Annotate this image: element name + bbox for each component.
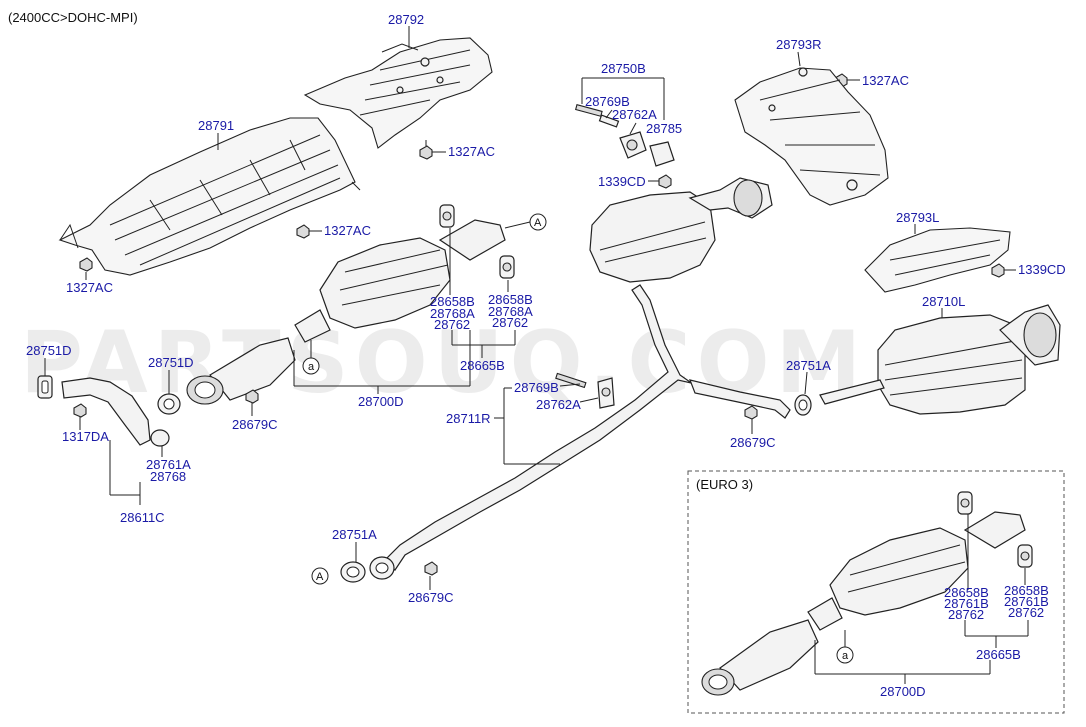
bolt-1327AC-b[interactable]: [296, 224, 310, 239]
label-1339CD-b[interactable]: 1339CD: [1018, 262, 1066, 277]
label-28791[interactable]: 28791: [198, 118, 234, 133]
label-28658B-c[interactable]: 28658B: [944, 585, 989, 600]
center-muffler[interactable]: [589, 177, 773, 283]
label-28768[interactable]: 28768: [150, 469, 186, 484]
leader-lines: [44, 26, 1016, 590]
label-28761B-a[interactable]: 28761B: [944, 596, 989, 611]
euro3-inset: a: [687, 470, 1065, 714]
label-28762-d[interactable]: 28762: [1008, 605, 1044, 620]
label-1327AC-a[interactable]: 1327AC: [448, 144, 495, 159]
label-28792[interactable]: 28792: [388, 12, 424, 27]
bolt-28679C-right[interactable]: [744, 405, 758, 420]
flange-front-pipe[interactable]: [369, 556, 395, 580]
rubber-hanger-28658B-b[interactable]: [499, 255, 515, 279]
label-28793L[interactable]: 28793L: [896, 210, 939, 225]
label-28768A-b[interactable]: 28768A: [488, 304, 533, 319]
hanger-bolt-28769B-top[interactable]: [574, 104, 603, 117]
bolt-1339CD-a[interactable]: [658, 174, 672, 189]
bolt-1327AC-a[interactable]: [419, 140, 433, 160]
label-28769B-mid[interactable]: 28769B: [514, 380, 559, 395]
label-28768A-a[interactable]: 28768A: [430, 306, 475, 321]
label-1327AC-d[interactable]: 1327AC: [862, 73, 909, 88]
gasket-28751A-right[interactable]: [794, 394, 812, 416]
ref-marker-A-front-text: A: [316, 571, 324, 583]
hanger-28762A-top[interactable]: [598, 114, 620, 128]
rubber-hanger-28785[interactable]: [619, 131, 675, 167]
label-28751D-a[interactable]: 28751D: [26, 343, 72, 358]
label-28665B-main[interactable]: 28665B: [460, 358, 505, 373]
label-28762-a[interactable]: 28762: [434, 317, 470, 332]
gasket-28751D-right[interactable]: [157, 393, 181, 415]
gasket-28751A-front[interactable]: [340, 561, 366, 583]
label-28611C[interactable]: 28611C: [120, 510, 165, 525]
label-28762A-top[interactable]: 28762A: [612, 107, 657, 122]
front-pipe-28711R[interactable]: [384, 284, 791, 571]
rubber-hanger-28658B-d[interactable]: [1017, 544, 1033, 568]
ref-marker-a-main-text: a: [308, 361, 315, 373]
heat-shield-28793L[interactable]: [864, 227, 1011, 293]
label-28679C-a[interactable]: 28679C: [232, 417, 278, 432]
ref-marker-a-euro-text: a: [842, 650, 849, 662]
label-28762-c[interactable]: 28762: [948, 607, 984, 622]
label-28762A-mid[interactable]: 28762A: [536, 397, 581, 412]
label-28679C-b[interactable]: 28679C: [730, 435, 776, 450]
label-1327AC-c[interactable]: 1327AC: [66, 280, 113, 295]
rubber-hanger-28658B-a[interactable]: [439, 204, 455, 228]
rear-muffler-28710L[interactable]: [819, 304, 1061, 415]
bolt-1339CD-b[interactable]: [991, 263, 1005, 278]
label-28700D-main[interactable]: 28700D: [358, 394, 404, 409]
catalytic-converter-28700D[interactable]: [186, 219, 506, 405]
label-28769B-top[interactable]: 28769B: [585, 94, 630, 109]
ref-marker-A-front: [311, 567, 329, 585]
heat-shield-28792[interactable]: [303, 37, 493, 149]
ref-marker-A-top-text: A: [534, 217, 542, 229]
bolt-1327AC-c[interactable]: [79, 257, 93, 272]
gasket-28751D-left[interactable]: [37, 375, 53, 399]
label-28761A[interactable]: 28761A: [146, 457, 191, 472]
heat-shield-28793R[interactable]: [734, 67, 889, 206]
label-28679C-c[interactable]: 28679C: [408, 590, 454, 605]
bolt-28679C-cat[interactable]: [245, 389, 259, 404]
rubber-hanger-28658B-c[interactable]: [957, 491, 973, 515]
nut-1317DA[interactable]: [73, 403, 87, 418]
label-28700D-euro[interactable]: 28700D: [880, 684, 926, 699]
front-pipe-28611C[interactable]: [61, 377, 170, 447]
label-28751D-b[interactable]: 28751D: [148, 355, 194, 370]
hanger-28762A-mid[interactable]: [597, 377, 615, 409]
label-28751A-b[interactable]: 28751A: [332, 527, 377, 542]
label-28711R[interactable]: 28711R: [446, 411, 491, 426]
label-28793R[interactable]: 28793R: [776, 37, 822, 52]
label-1317DA[interactable]: 1317DA: [62, 429, 109, 444]
label-28762-b[interactable]: 28762: [492, 315, 528, 330]
label-28658B-b[interactable]: 28658B: [488, 292, 533, 307]
euro3-title: (EURO 3): [696, 477, 753, 492]
catalytic-converter-euro3[interactable]: [701, 511, 1026, 696]
label-28658B-a[interactable]: 28658B: [430, 294, 475, 309]
label-1327AC-b[interactable]: 1327AC: [324, 223, 371, 238]
label-28750B[interactable]: 28750B: [601, 61, 646, 76]
engine-spec-header: (2400CC>DOHC-MPI): [8, 10, 138, 25]
heat-shield-28791[interactable]: [58, 117, 361, 276]
label-28785[interactable]: 28785: [646, 121, 682, 136]
label-28665B-euro[interactable]: 28665B: [976, 647, 1021, 662]
label-28710L[interactable]: 28710L: [922, 294, 965, 309]
label-28761B-b[interactable]: 28761B: [1004, 594, 1049, 609]
label-28658B-d[interactable]: 28658B: [1004, 583, 1049, 598]
bolt-28679C-front[interactable]: [424, 561, 438, 576]
label-1339CD-a[interactable]: 1339CD: [598, 174, 646, 189]
label-28751A-a[interactable]: 28751A: [786, 358, 831, 373]
